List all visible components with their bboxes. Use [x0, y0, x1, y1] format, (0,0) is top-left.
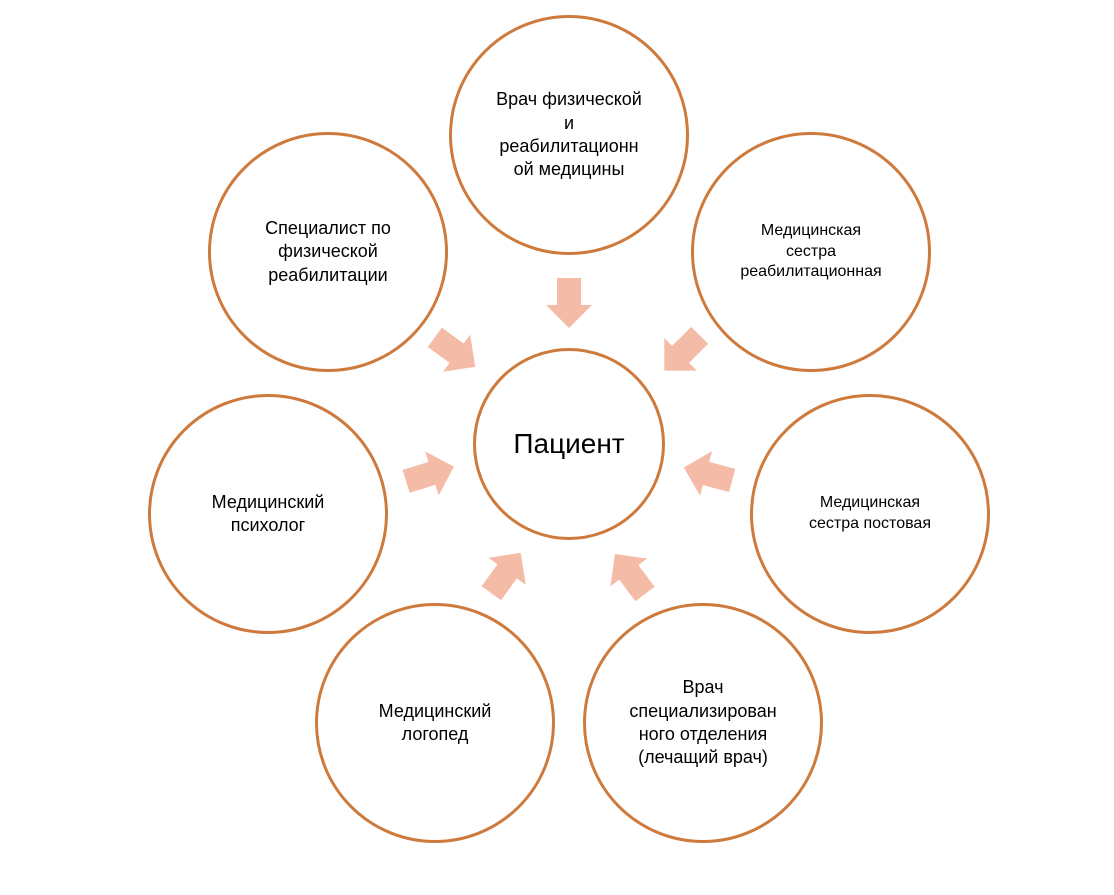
node-attending-physician-label: Врач специализирован ного отделения (леч…: [629, 677, 777, 768]
arrow-from-right: [683, 451, 736, 496]
node-psychologist: Медицинский психолог: [148, 394, 388, 634]
arrow-from-bottom-right: [610, 554, 655, 602]
node-rehab-physician: Врач физической и реабилитационн ой меди…: [449, 15, 689, 255]
node-rehab-nurse: Медицинская сестра реабилитационная: [691, 132, 931, 372]
node-rehab-nurse-label: Медицинская сестра реабилитационная: [740, 221, 882, 281]
node-patient: Пациент: [473, 348, 665, 540]
node-rehab-specialist: Специалист по физической реабилитации: [208, 132, 448, 372]
node-rehab-physician-label: Врач физической и реабилитационн ой меди…: [496, 89, 642, 180]
arrow-from-left: [402, 451, 454, 496]
node-psychologist-label: Медицинский психолог: [211, 491, 325, 535]
node-rehab-specialist-label: Специалист по физической реабилитации: [265, 217, 391, 285]
node-speech-therapist: Медицинский логопед: [315, 603, 555, 843]
arrow-from-top-left: [427, 327, 476, 372]
node-ward-nurse-label: Медицинская сестра постовая: [809, 494, 931, 532]
arrow-from-bottom-left: [481, 552, 526, 601]
node-attending-physician: Врач специализирован ного отделения (леч…: [583, 603, 823, 843]
node-patient-label: Пациент: [513, 428, 625, 460]
node-ward-nurse: Медицинская сестра постовая: [750, 394, 990, 634]
arrow-from-top-right: [664, 326, 709, 371]
arrow-from-top: [546, 278, 592, 328]
node-speech-therapist-label: Медицинский логопед: [378, 700, 492, 744]
